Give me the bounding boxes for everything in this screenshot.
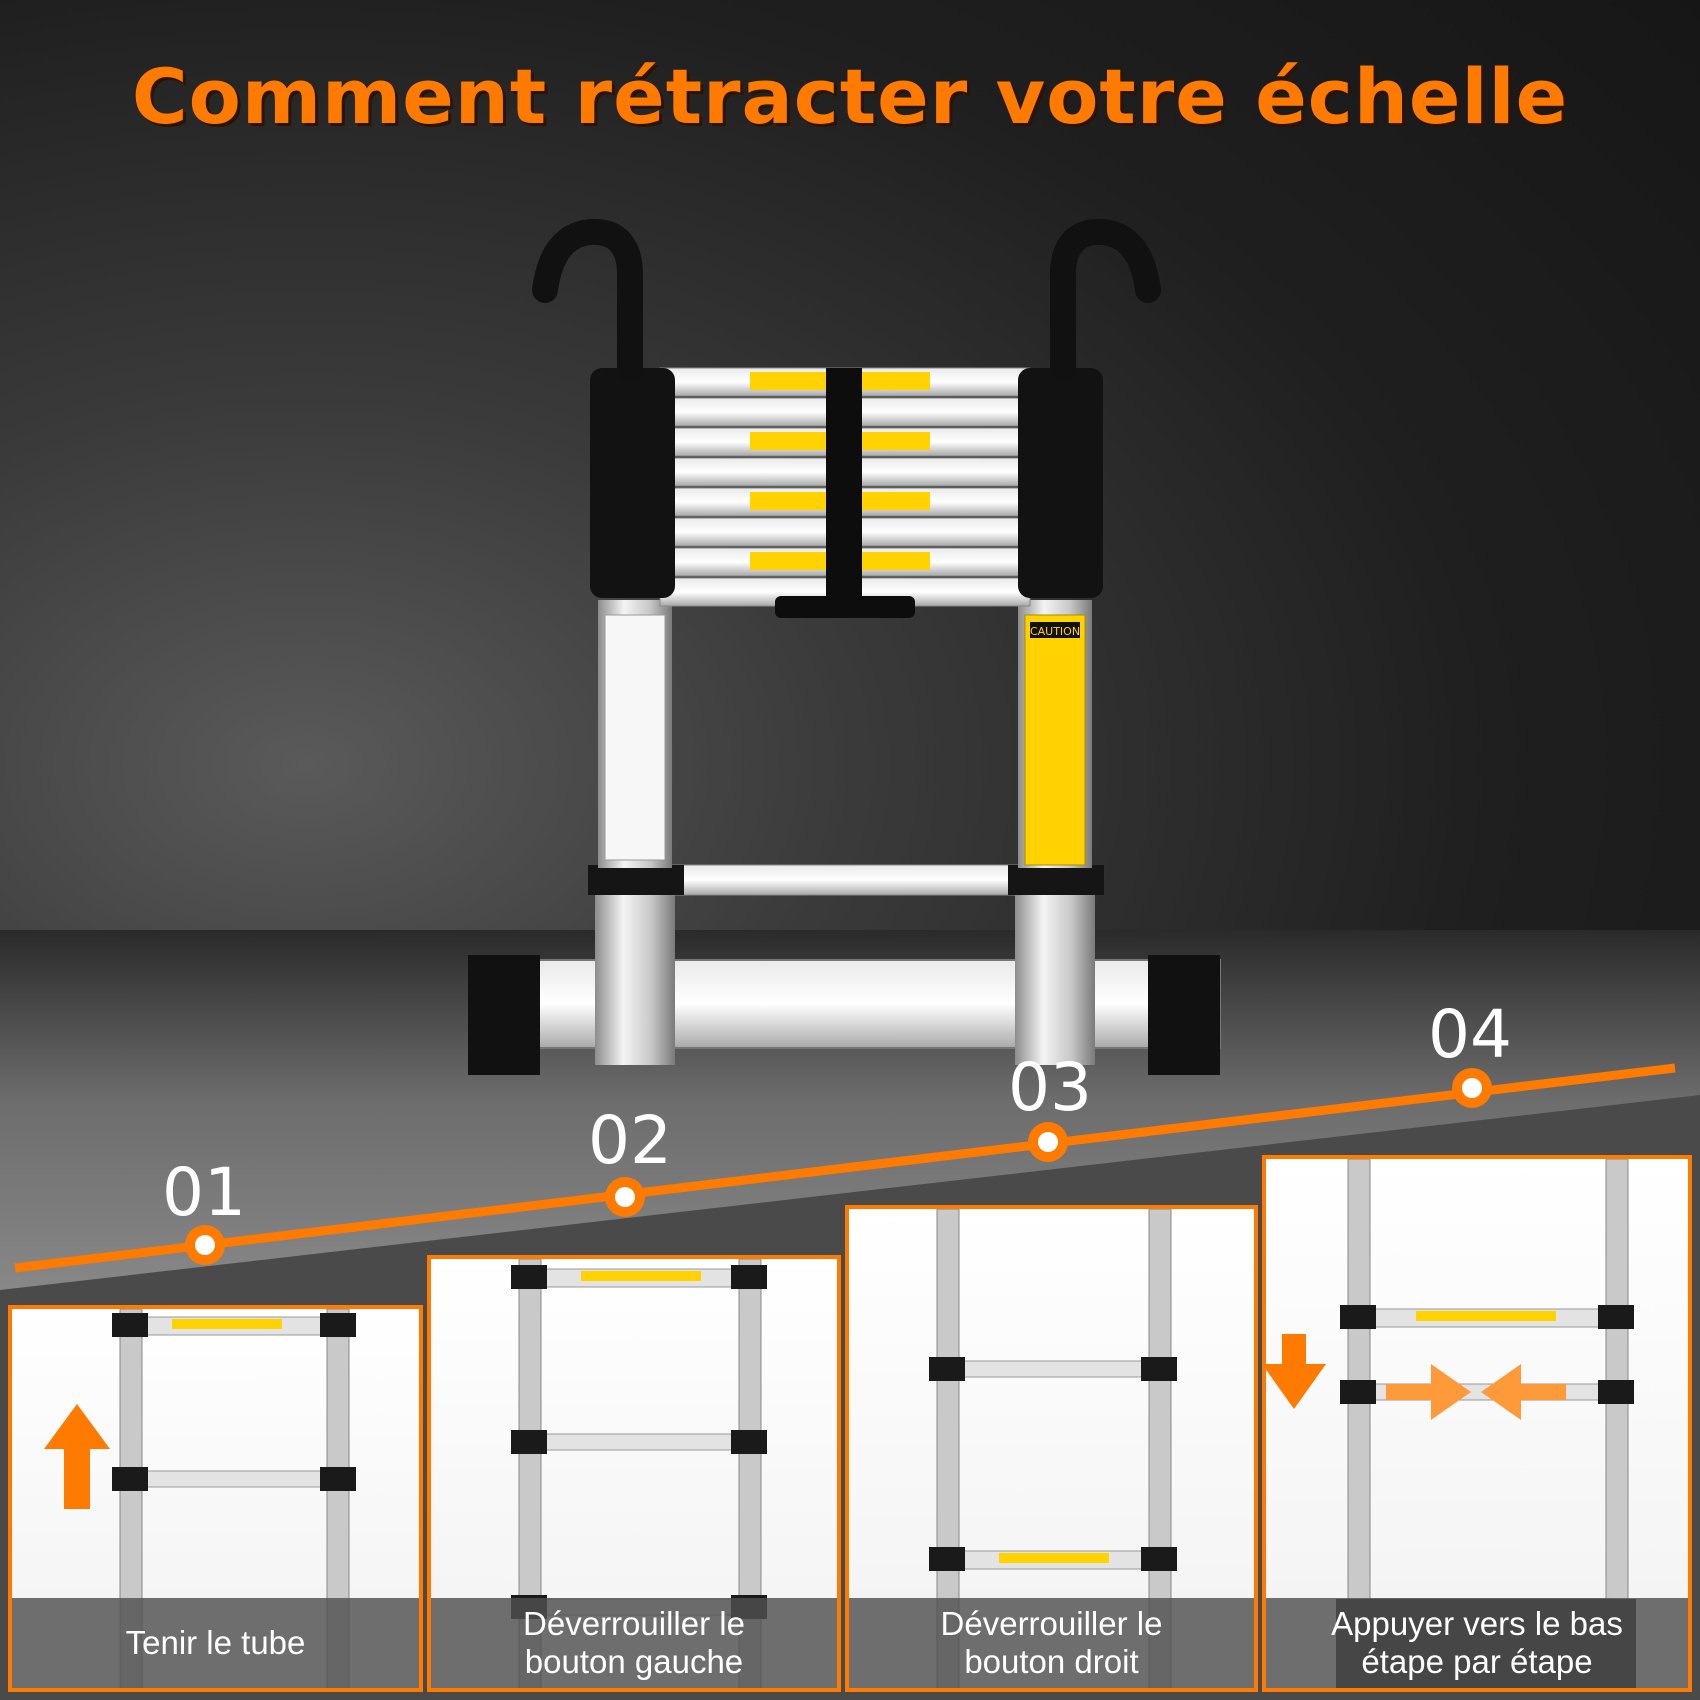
step-01-ladder-image	[44, 1309, 356, 1688]
arrow-right-icon	[1386, 1364, 1471, 1420]
arrow-down-icon	[1266, 1334, 1326, 1409]
arrow-up-icon	[44, 1404, 110, 1509]
step-panel-03: Déverrouiller le bouton droit	[845, 1205, 1258, 1692]
page-title: Comment rétracter votre échelle	[131, 52, 1569, 141]
step-number-01: 01	[162, 1154, 246, 1231]
caption-bar-04: Appuyer vers le bas étape par étape	[1266, 1598, 1688, 1688]
step-caption-03: Déverrouiller le bouton droit	[940, 1605, 1163, 1680]
step-caption-01: Tenir le tube	[125, 1624, 306, 1661]
timeline-dot-01	[185, 1225, 225, 1265]
step-panel-04: Appuyer vers le bas étape par étape	[1262, 1155, 1692, 1692]
timeline-dot-03	[1028, 1122, 1068, 1162]
caption-bar-01: Tenir le tube	[12, 1598, 419, 1688]
step-caption-04: Appuyer vers le bas étape par étape	[1331, 1605, 1623, 1680]
step-number-03: 03	[1008, 1049, 1092, 1126]
timeline-dot-04	[1452, 1068, 1492, 1108]
step-caption-02: Déverrouiller le bouton gauche	[523, 1605, 745, 1680]
caution-label: CAUTION	[1030, 625, 1080, 638]
caption-bar-02: Déverrouiller le bouton gauche	[431, 1598, 837, 1688]
step-02-ladder-image	[511, 1259, 767, 1688]
step-number-04: 04	[1428, 996, 1512, 1073]
caption-bar-03: Déverrouiller le bouton droit	[849, 1598, 1254, 1688]
step-panel-01: Tenir le tube	[8, 1305, 423, 1692]
timeline-dot-02	[605, 1177, 645, 1217]
collapsed-rungs	[590, 367, 1103, 618]
step-number-02: 02	[588, 1102, 672, 1179]
arrow-left-icon	[1481, 1364, 1566, 1420]
step-panel-02: Déverrouiller le bouton gauche	[427, 1255, 841, 1692]
step-03-ladder-image	[929, 1209, 1177, 1688]
